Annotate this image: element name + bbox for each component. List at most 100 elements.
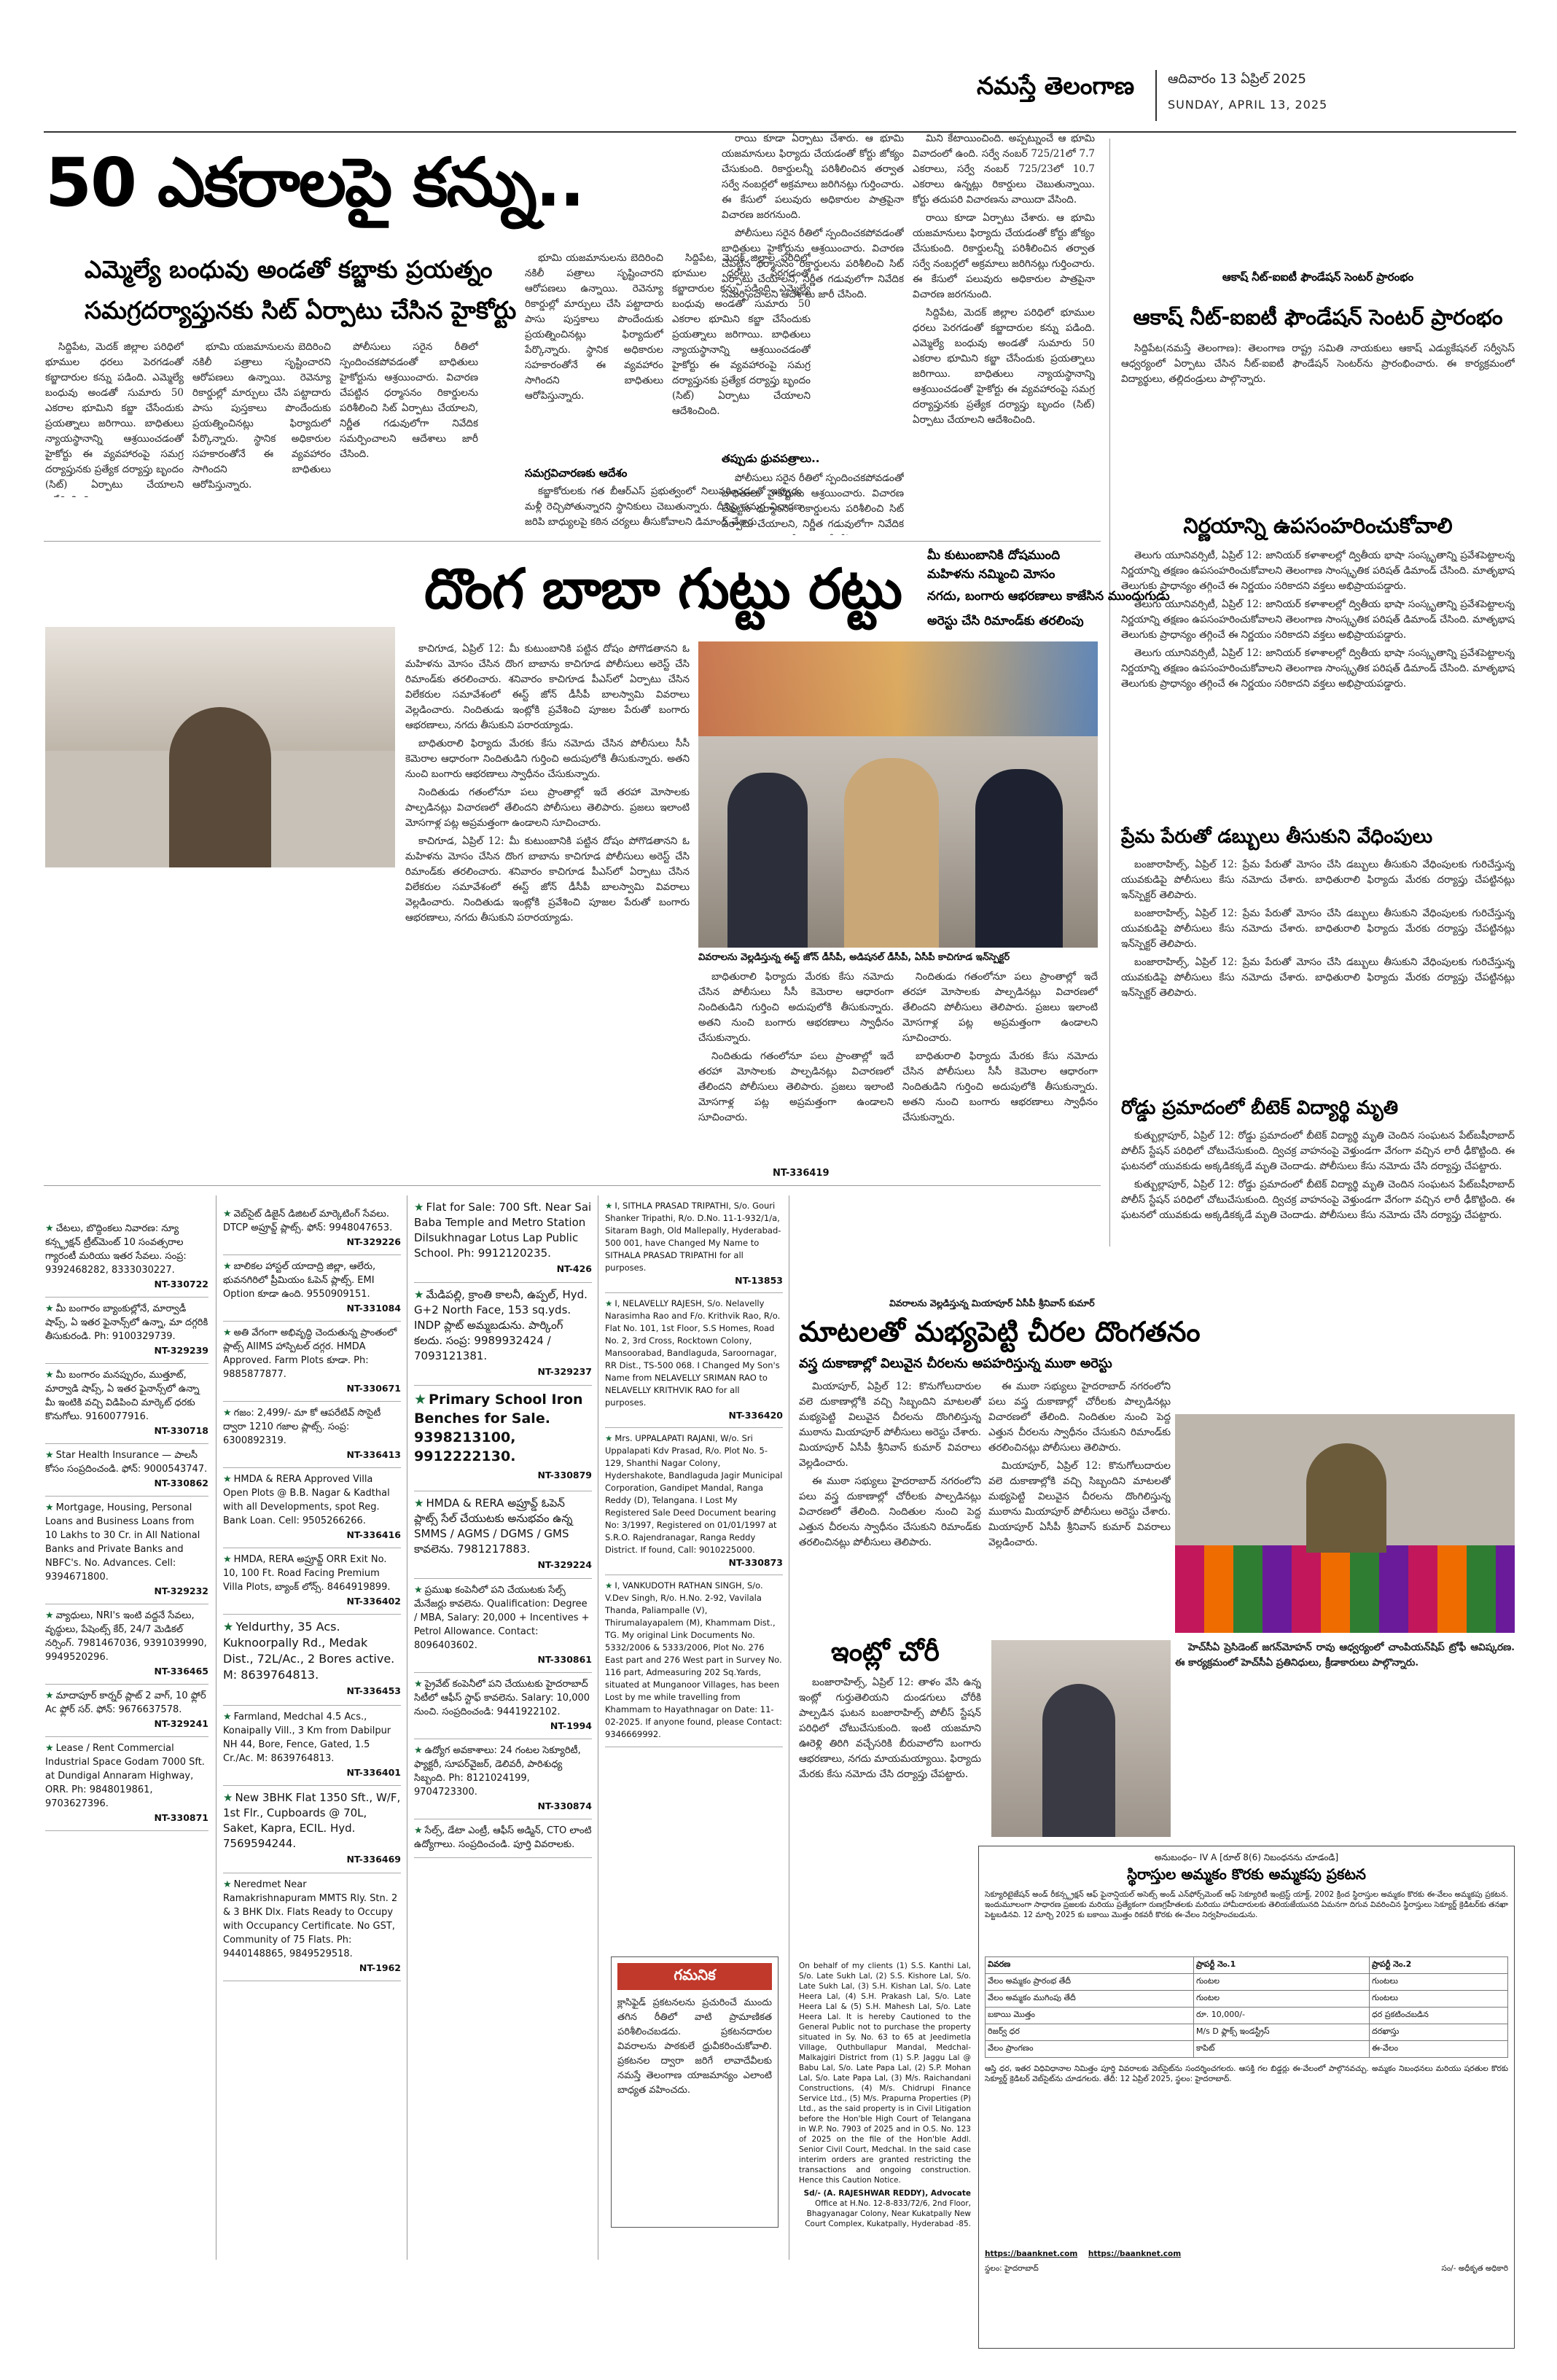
table-cell: వేలం అమ్మకం ప్రారంభ తేదీ xyxy=(985,1973,1194,1991)
lead-col-1: సిద్దిపేట, మెదక్ జిల్లాల పరిధిలో భూముల ధ… xyxy=(45,341,184,497)
table-cell: వేలం అమ్మకం ముగింపు తేదీ xyxy=(985,1990,1194,2008)
classified-ad: ★Neredmet Near Ramakrishnapuram MMTS Rly… xyxy=(223,1873,401,1981)
baba-kicker-4: అరెస్టు చేసి రిమాండ్‌కు తరలింపు xyxy=(927,614,1084,628)
classified-ad: ★అతి వేగంగా అభివృద్ధి చెందుతున్న ప్రాంతం… xyxy=(223,1322,401,1402)
classified-ad: ★మీ బంగారం బ్యాంకుల్లోనే, మార్వాడీ షాప్స… xyxy=(45,1298,208,1364)
theft-photo xyxy=(991,1640,1171,1837)
classified-ad: ★Yeldurthy, 35 Acs. Kuknoorpally Rd., Me… xyxy=(223,1615,401,1706)
classified-col-1: ★చేటలు, బొద్దింకలు నివారణ: న్యూ కన్స్ట్ర… xyxy=(45,1217,208,2252)
notice-body: క్లాసిఫైడ్ ప్రకటనలను ప్రచురించే ముందు తగ… xyxy=(617,1997,772,2096)
baanknet-link-2[interactable]: https://baanknet.com xyxy=(1088,2250,1182,2258)
table-cell: రూ. 10,000/- xyxy=(1193,2007,1370,2024)
masthead-divider xyxy=(1155,70,1157,121)
sale-notice: అనుబంధం– IV A [రూల్ 8(6) నిబంధనను చూడండి… xyxy=(978,1846,1515,2349)
table-cell: గుంటలు xyxy=(1369,1990,1508,2008)
date-english: SUNDAY, APRIL 13, 2025 xyxy=(1168,98,1328,112)
sale-notice-intro: సెక్యూరిటైజేషన్ అండ్ రీకన్స్ట్రక్షన్ ఆఫ్… xyxy=(985,1890,1508,1919)
hyd-brief: హెచ్‌సీఏ ప్రెసిడెంట్ జగన్‌మోహన్ రావు ఆధ్… xyxy=(1175,1642,1515,1669)
baba-kicker-3: నగదు, బంగారు ఆభరణాలు కాజేసిన ముందుగుడు xyxy=(927,589,1170,604)
saree-subhead: వస్త్ర దుకాణాల్లో విలువైన చీరలను అపహరిస్… xyxy=(799,1356,1112,1371)
baba-photo-caption: వివరాలను వెల్లడిస్తున్న ఈస్ట్ జోన్ డీసీప… xyxy=(698,952,1010,963)
classified-ad: ★ఉద్యోగ అవకాశాలు: 24 గంటల సెక్యూరిటీ, ఫ్… xyxy=(414,1739,592,1819)
lead-side-label: సమగ్రవిచారణకు ఆదేశం xyxy=(525,467,628,480)
star-icon: ★ xyxy=(414,1585,423,1596)
star-icon: ★ xyxy=(414,1201,424,1214)
table-header: వివరణ ప్రాపర్టీ నెం.1 ప్రాపర్టీ నెం.2 xyxy=(985,1956,1508,1974)
lead-col7-label: తప్పుడు ధ్రువపత్రాలు.. xyxy=(722,452,820,465)
lead-col-3: పోలీసులు సరైన రీతిలో స్పందించకపోవడంతో బా… xyxy=(340,341,478,460)
star-icon: ★ xyxy=(414,1392,427,1408)
classified-ad: ★Farmland, Medchal 4.5 Acs., Konaipally … xyxy=(223,1706,401,1786)
right-story-3: ప్రేమ పేరుతో డబ్బులు తీసుకుని వేధింపులు … xyxy=(1121,822,1515,1085)
baba-kicker-1: మీ కుటుంబానికి దోషముంది xyxy=(927,548,1061,563)
baanknet-link[interactable]: https://baanknet.com xyxy=(985,2250,1078,2258)
sale-notice-place: స్థలం: హైదరాబాద్ xyxy=(985,2264,1039,2273)
legal-notice-text: On behalf of my clients (1) S.S. Kanthi … xyxy=(799,1962,971,2185)
right-top-title: ఆకాష్ నీట్-ఐఐటీ ఫౌండేషన్ సెంటర్ ప్రారంభం xyxy=(1133,305,1503,329)
table-header-cell: ప్రాపర్టీ నెం.1 xyxy=(1193,1956,1370,1974)
right-story-4: రోడ్డు ప్రమాదంలో బీటెక్ విద్యార్థి మృతి … xyxy=(1121,1093,1515,1407)
right-story-2-body: తెలుగు యూనివర్సిటీ, ఏప్రిల్ 12: జానియర్ … xyxy=(1121,550,1515,690)
table-cell: వేలం ప్రాంగణం xyxy=(985,2040,1194,2058)
classified-ad: ★ప్రముఖ కంపెనీలో పని చేయుటకు సేల్స్ మేనే… xyxy=(414,1579,592,1673)
table-cell: దరఖాస్తు xyxy=(1369,2024,1508,2041)
lead-col-2: భూమి యజమానులను బెదిరించి నకిలీ పత్రాలు స… xyxy=(192,341,331,491)
photo-person-2 xyxy=(844,758,939,948)
baba-photo xyxy=(698,641,1098,948)
table-header-cell: వివరణ xyxy=(985,1956,1194,1974)
right-story-4-body: కుత్బుల్లాపూర్, ఏప్రిల్ 12: రోడ్డు ప్రమా… xyxy=(1121,1130,1515,1221)
classified-ad: ★I, VANKUDOTH RATHAN SINGH, S/o. V.Dev S… xyxy=(605,1575,783,1747)
photo-banner xyxy=(698,641,1098,736)
star-icon: ★ xyxy=(223,1554,232,1565)
right-col-divider xyxy=(1109,138,1110,1246)
mid-rule xyxy=(44,1185,1101,1186)
star-icon: ★ xyxy=(45,1743,54,1754)
classified-ad: ★సేల్స్, డేటా ఎంట్రీ, ఆఫీస్ అడ్మిన్, CTO… xyxy=(414,1819,592,1858)
theft-headline: ఇంట్లో చోరీ xyxy=(831,1637,940,1667)
saree-photo-officer xyxy=(1306,1443,1386,1553)
baba-col-3: నిందితుడు గతంలోనూ పలు ప్రాంతాల్లో ఇదే తర… xyxy=(902,971,1098,1123)
masthead: నమస్తే తెలంగాణ ఆదివారం 13 ఏప్రిల్ 2025 S… xyxy=(977,67,1531,133)
classified-col-2: ★వెబ్‌సైట్ డిజైన్ డిజిటల్ మార్కెటింగ్ సే… xyxy=(223,1203,401,2252)
table-cell: గుంటలు xyxy=(1369,1973,1508,1991)
sale-notice-body: ఆస్తి ధర, ఇతర విధివిధానాల నిమిత్తం పూర్త… xyxy=(985,2064,1508,2083)
classified-ad: ★వ్యాధులు, NRI's ఇంటి వద్దనే సేవలు, వృద్… xyxy=(45,1604,208,1685)
legal-notice-signature: Sd/- (A. RAJESHWAR REDDY), Advocate xyxy=(803,2189,971,2198)
right-story-2: నిర్ణయాన్ని ఉపసంహరించుకోవాలి తెలుగు యూని… xyxy=(1121,510,1515,816)
star-icon: ★ xyxy=(223,1712,232,1722)
classified-ad: ★చేటలు, బొద్దింకలు నివారణ: న్యూ కన్స్ట్ర… xyxy=(45,1217,208,1298)
star-icon: ★ xyxy=(45,1303,54,1314)
lead-col-6: సిద్దిపేట, మెదక్ జిల్లాల పరిధిలో భూముల ధ… xyxy=(672,252,811,417)
baba-nt-ref: NT-336419 xyxy=(773,1168,830,1179)
star-icon: ★ xyxy=(223,1261,232,1272)
sale-notice-table: వివరణ ప్రాపర్టీ నెం.1 ప్రాపర్టీ నెం.2 వే… xyxy=(985,1956,1508,2058)
star-icon: ★ xyxy=(223,1474,232,1485)
star-icon: ★ xyxy=(45,1502,54,1513)
baba-col-1: కాచిగూడ, ఏప్రిల్ 12: మీ కుటుంబానికి పట్ట… xyxy=(405,643,690,924)
star-icon: ★ xyxy=(605,1298,613,1308)
table-cell: గుంటల xyxy=(1193,1990,1370,2008)
sale-notice-links: https://baanknet.com https://baanknet.co… xyxy=(985,2249,1508,2259)
classified-ad: ★Lease / Rent Commercial Industrial Spac… xyxy=(45,1737,208,1831)
sale-notice-heading-2: స్థిరాస్తుల అమ్మకం కొరకు అమ్మకపు ప్రకటన xyxy=(1127,1865,1366,1883)
sale-notice-heading-1: అనుబంధం– IV A [రూల్ 8(6) నిబంధనను చూడండి… xyxy=(1154,1852,1339,1862)
legal-notice-address: Office at H.No. 12-8-833/72/6, 2nd Floor… xyxy=(805,2199,971,2228)
saree-col-2: ఈ ముఠా సభ్యులు హైదరాబాద్ నగరంలోని పలు వస… xyxy=(988,1381,1171,1548)
classified-ad: ★I, NELAVELLY RAJESH, S/o. Nelavelly Nar… xyxy=(605,1293,783,1428)
right-top-story: ఆకాష్ నీట్-ఐఐటీ ఫౌండేషన్ సెంటర్ ప్రారంభం… xyxy=(1121,262,1515,503)
lead-col-9: మిని కేటాయించింది. అప్పట్నుంచే ఆ భూమి వి… xyxy=(913,133,1095,426)
table-cell: ఈ-వేలం xyxy=(1369,2040,1508,2058)
photo-person-3 xyxy=(975,769,1063,948)
notice-box: గమనిక క్లాసిఫైడ్ ప్రకటనలను ప్రచురించే ము… xyxy=(611,1956,778,2228)
table-row: బకాయి మొత్తంరూ. 10,000/-ధర ప్రకటించబడిన xyxy=(985,2007,1508,2024)
star-icon: ★ xyxy=(223,1209,232,1220)
classified-ad: ★మేడిపల్లి, క్రాంతి కాలనీ, ఉప్పల్, Hyd. … xyxy=(414,1283,592,1386)
side-photo-figure xyxy=(169,707,271,867)
star-icon: ★ xyxy=(223,1620,234,1634)
sale-notice-sign: సం/- అధీకృత అధికారి xyxy=(1441,2264,1508,2273)
star-icon: ★ xyxy=(605,1433,613,1443)
table-cell: కాపిట్ xyxy=(1193,2040,1370,2058)
star-icon: ★ xyxy=(45,1450,54,1461)
classified-ad: ★Flat for Sale: 700 Sft. Near Sai Baba T… xyxy=(414,1195,592,1283)
saree-headline: మాటలతో మభ్యపెట్టి చీరల దొంగతనం xyxy=(799,1316,1201,1348)
